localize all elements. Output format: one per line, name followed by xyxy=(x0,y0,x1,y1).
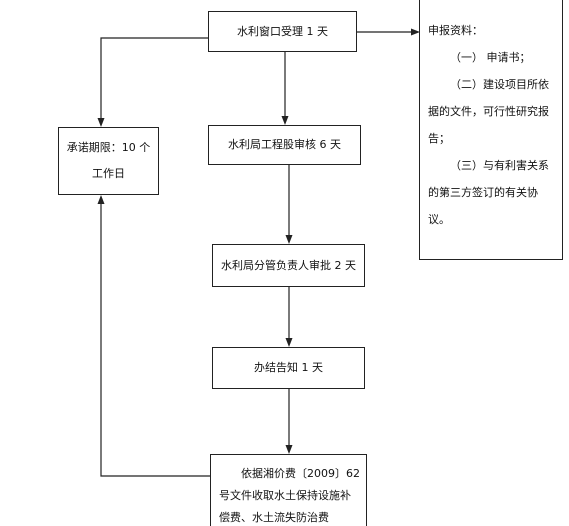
application-materials-panel: 申报资料： （一） 申请书； （二）建设项目所依 据的文件，可行性研究报 告； … xyxy=(419,0,563,260)
materials-item-2c: 告； xyxy=(428,132,450,145)
approval-label: 水利局分管负责人审批 2 天 xyxy=(221,258,356,272)
materials-item-3c: 议。 xyxy=(428,213,450,226)
window-acceptance-label: 水利窗口受理 1 天 xyxy=(237,24,328,38)
arrow-fee-to-commit xyxy=(97,195,210,477)
approval-node: 水利局分管负责人审批 2 天 xyxy=(212,244,365,287)
materials-item-1: （一） 申请书； xyxy=(450,51,531,64)
materials-title: 申报资料： xyxy=(428,24,483,37)
arrow-window-to-eng xyxy=(281,52,289,125)
commitment-deadline-line1: 承诺期限：10 个 xyxy=(66,141,151,154)
materials-item-2a: （二）建设项目所依 xyxy=(450,78,549,91)
fee-collection-node: 依据湘价费〔2009〕62 号文件收取水土保持设施补 偿费、水土流失防治费 xyxy=(210,454,367,526)
completion-notice-label: 办结告知 1 天 xyxy=(254,361,323,374)
arrow-to-commit xyxy=(97,37,208,127)
fee-line-1: 依据湘价费〔2009〕62 xyxy=(241,467,360,480)
materials-item-3b: 的第三方签订的有关协 xyxy=(428,186,538,199)
commitment-deadline-line2: 工作日 xyxy=(92,167,125,180)
arrow-notice-to-fee xyxy=(285,389,293,454)
window-acceptance-node: 水利窗口受理 1 天 xyxy=(208,11,357,52)
materials-item-3a: （三）与有利害关系 xyxy=(450,159,549,172)
arrow-approve-to-notice xyxy=(285,287,293,347)
fee-line-3: 偿费、水土流失防治费 xyxy=(219,511,329,524)
completion-notice-node: 办结告知 1 天 xyxy=(212,347,365,389)
engineering-review-node: 水利局工程股审核 6 天 xyxy=(208,125,361,165)
arrow-to-materials xyxy=(357,28,420,36)
arrow-eng-to-approve xyxy=(285,165,293,244)
materials-item-2b: 据的文件，可行性研究报 xyxy=(428,105,549,118)
engineering-review-label: 水利局工程股审核 6 天 xyxy=(228,138,341,151)
commitment-deadline-node: 承诺期限：10 个 工作日 xyxy=(58,127,159,195)
fee-line-2: 号文件收取水土保持设施补 xyxy=(219,489,351,502)
